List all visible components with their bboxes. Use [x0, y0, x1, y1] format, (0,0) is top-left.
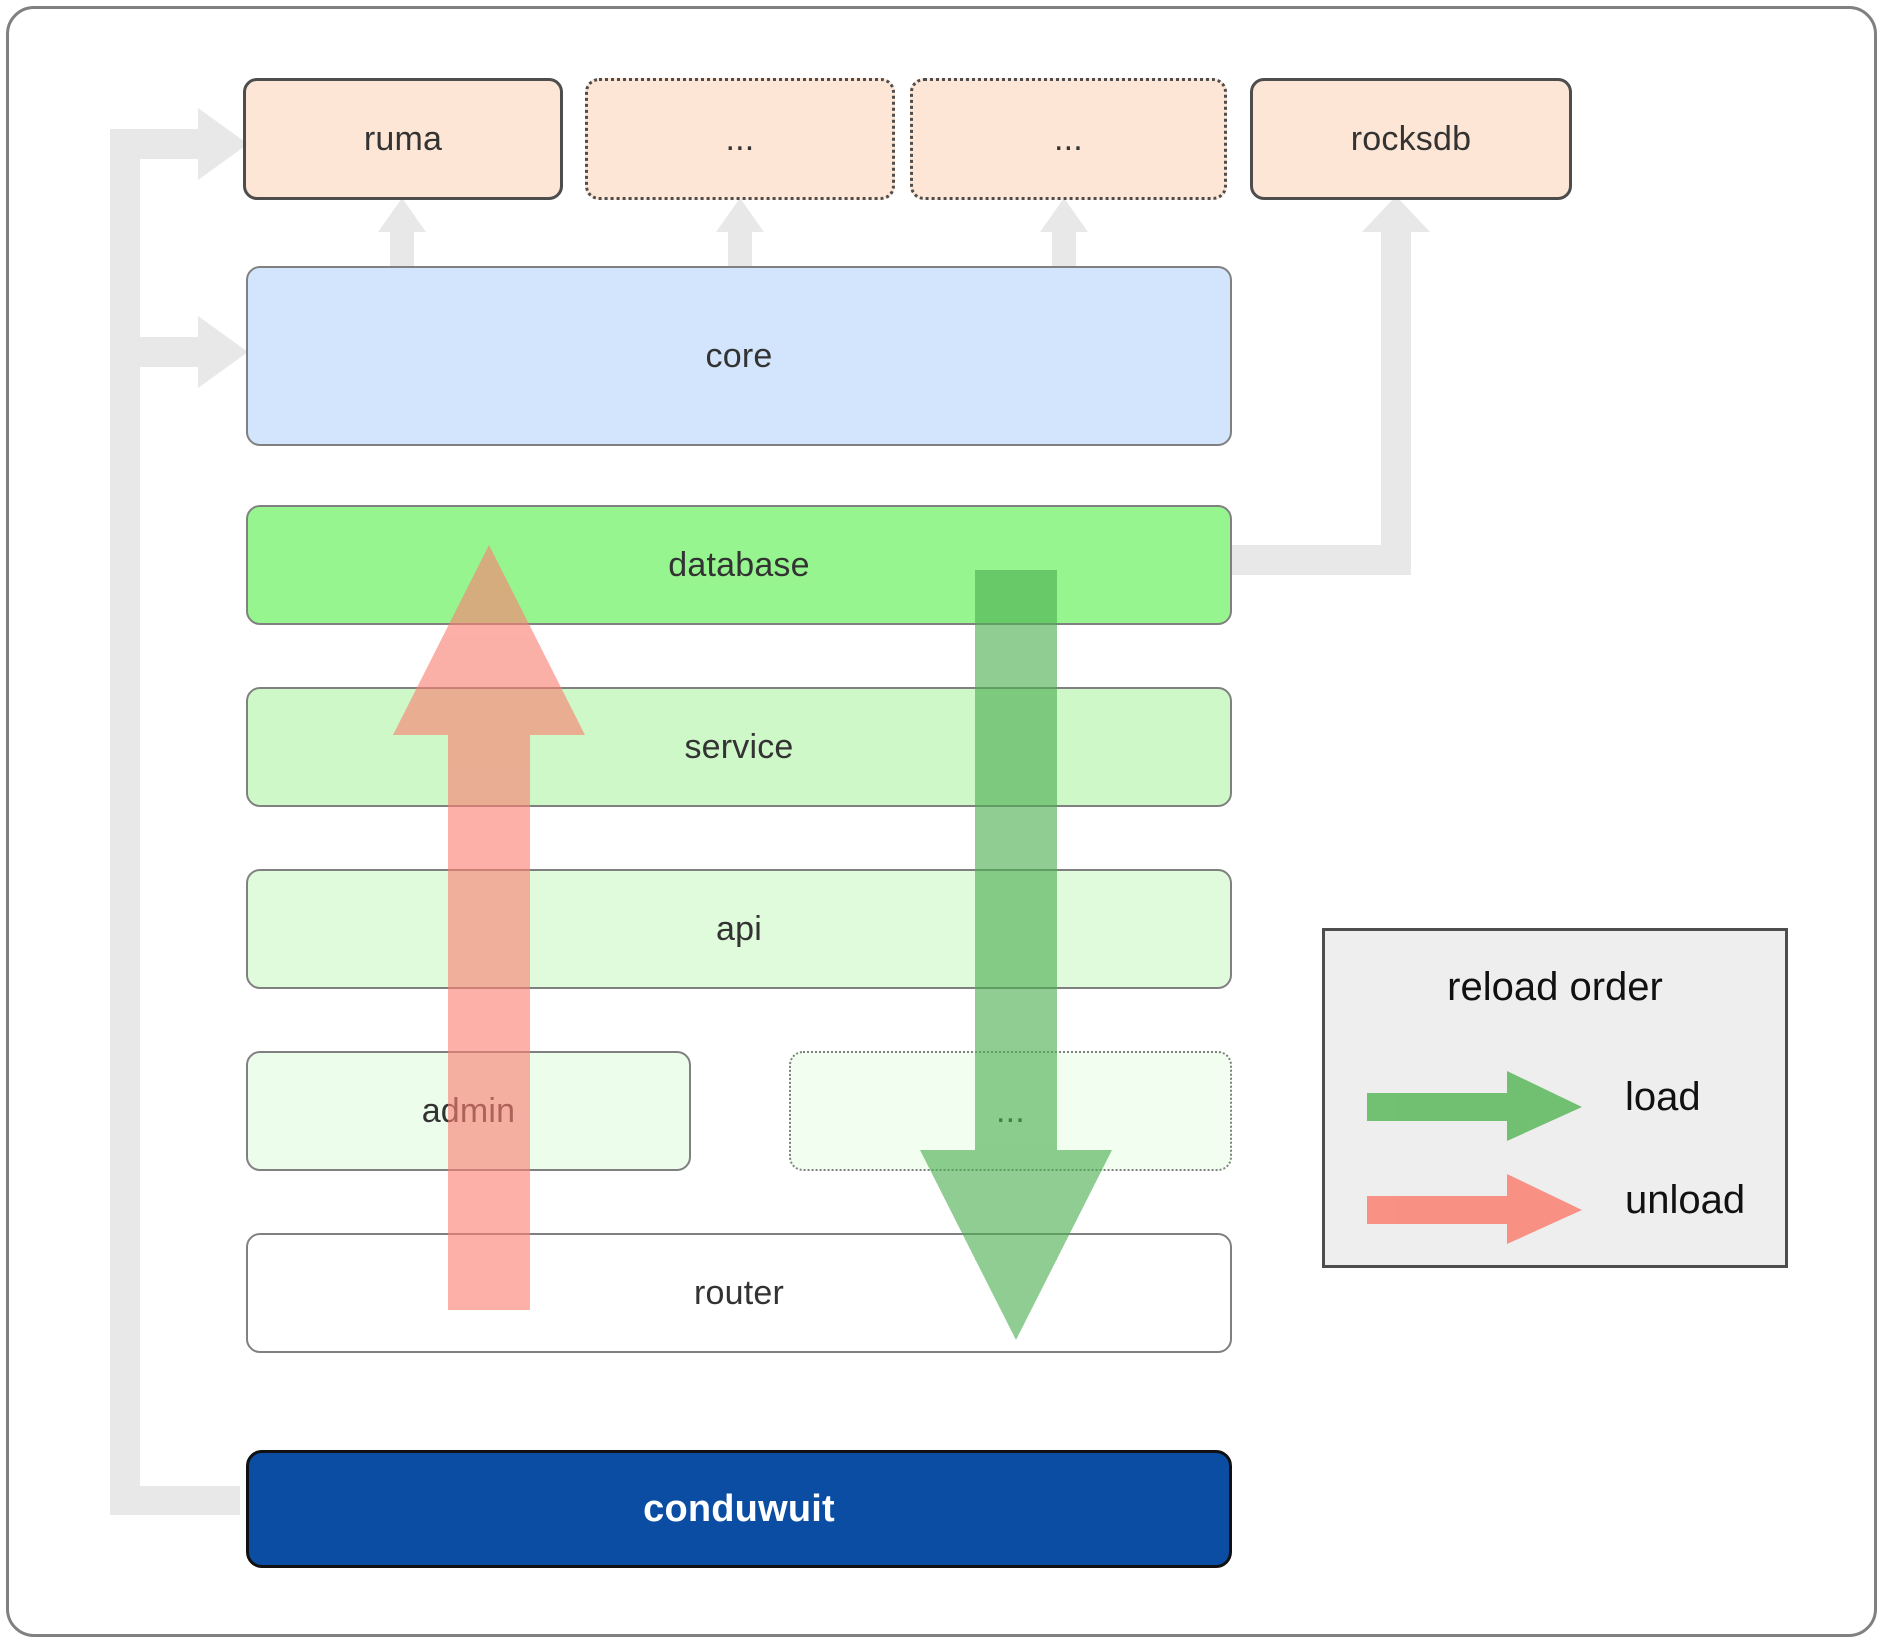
node-ruma-label: ruma — [363, 119, 443, 158]
node-core-label: core — [705, 336, 773, 375]
node-admin[interactable]: admin — [246, 1051, 691, 1171]
branch-ruma-head — [198, 108, 248, 180]
node-core[interactable]: core — [246, 266, 1232, 446]
node-admin-label: admin — [421, 1091, 516, 1130]
node-rocksdb-label: rocksdb — [1350, 119, 1472, 158]
legend-label-load: load — [1625, 1075, 1701, 1119]
node-router[interactable]: router — [246, 1233, 1232, 1353]
node-ext-ellipsis-2-label: ... — [1054, 119, 1083, 158]
database-to-rocksdb — [1225, 196, 1430, 575]
node-stack-ellipsis-label: ... — [996, 1091, 1025, 1130]
node-database-label: database — [668, 545, 810, 584]
legend-row-unload: unload — [1325, 1174, 1785, 1244]
legend-panel: reload order load unload — [1322, 928, 1788, 1268]
legend-row-load: load — [1325, 1071, 1785, 1141]
node-service-label: service — [684, 727, 794, 766]
node-conduwuit[interactable]: conduwuit — [246, 1450, 1232, 1568]
node-conduwuit-label: conduwuit — [643, 1487, 835, 1530]
legend-title: reload order — [1447, 965, 1663, 1009]
load-arrow-swatch — [1367, 1071, 1582, 1141]
node-database[interactable]: database — [246, 505, 1232, 625]
node-service[interactable]: service — [246, 687, 1232, 807]
node-api-label: api — [716, 909, 762, 948]
node-ext-ellipsis-2[interactable]: ... — [910, 78, 1227, 200]
legend-label-unload: unload — [1625, 1178, 1746, 1222]
node-rocksdb[interactable]: rocksdb — [1250, 78, 1572, 200]
branch-core-head — [198, 316, 248, 388]
unload-arrow-swatch — [1367, 1174, 1582, 1244]
node-api[interactable]: api — [246, 869, 1232, 989]
node-stack-ellipsis[interactable]: ... — [789, 1051, 1232, 1171]
node-ext-ellipsis-1-label: ... — [725, 119, 755, 158]
trunk-to-conduwuit — [110, 1486, 240, 1515]
core-to-externals — [378, 198, 1088, 270]
node-ruma[interactable]: ruma — [243, 78, 563, 200]
node-ext-ellipsis-1[interactable]: ... — [585, 78, 895, 200]
node-router-label: router — [693, 1273, 785, 1312]
